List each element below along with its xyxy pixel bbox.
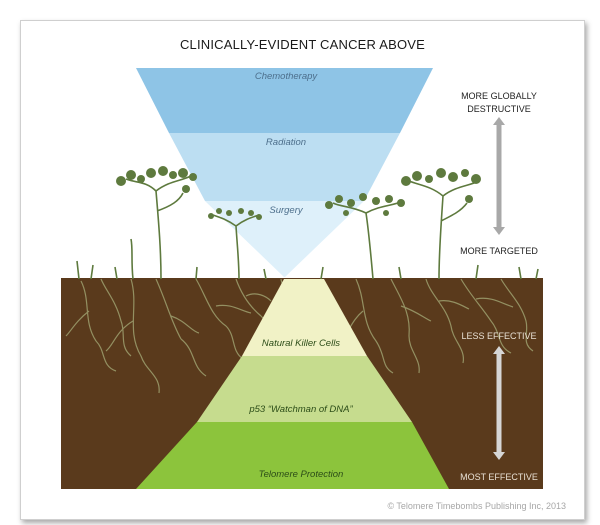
tier-chemotherapy-label: Chemotherapy xyxy=(254,71,318,82)
scale-less-effective: LESS EFFECTIVE xyxy=(461,331,537,341)
diagram-frame: CLINICALLY-EVIDENT CANCER ABOVE Chemothe… xyxy=(20,20,585,520)
tier-chemotherapy-band xyxy=(136,68,433,133)
plants xyxy=(76,175,539,280)
bottom-scale-arrow xyxy=(493,346,505,460)
diagram-canvas xyxy=(61,68,543,489)
tier-p53-label: p53 “Watchman of DNA” xyxy=(249,404,353,415)
tier-telomere-band xyxy=(136,422,449,489)
tier-telomere-label: Telomere Protection xyxy=(258,469,344,480)
scale-most-effective: MOST EFFECTIVE xyxy=(460,472,538,482)
scale-more-destructive: MORE GLOBALLY DESTRUCTIVE xyxy=(461,91,537,114)
foliage xyxy=(116,166,481,220)
page-title: CLINICALLY-EVIDENT CANCER ABOVE xyxy=(179,37,426,52)
top-scale-arrow xyxy=(493,117,505,235)
tier-radiation-label: Radiation xyxy=(265,137,307,148)
copyright-text: © Telomere Timebombs Publishing Inc, 201… xyxy=(387,501,566,511)
tier-surgery-label: Surgery xyxy=(269,205,303,216)
tier-p53-band xyxy=(197,356,412,422)
tier-nk-label: Natural Killer Cells xyxy=(261,338,341,349)
top-triangle xyxy=(136,68,433,277)
bottom-triangle xyxy=(136,279,449,489)
tier-radiation-band xyxy=(169,133,400,201)
tier-nk-band xyxy=(242,279,367,356)
scale-more-targeted: MORE TARGETED xyxy=(460,246,538,256)
